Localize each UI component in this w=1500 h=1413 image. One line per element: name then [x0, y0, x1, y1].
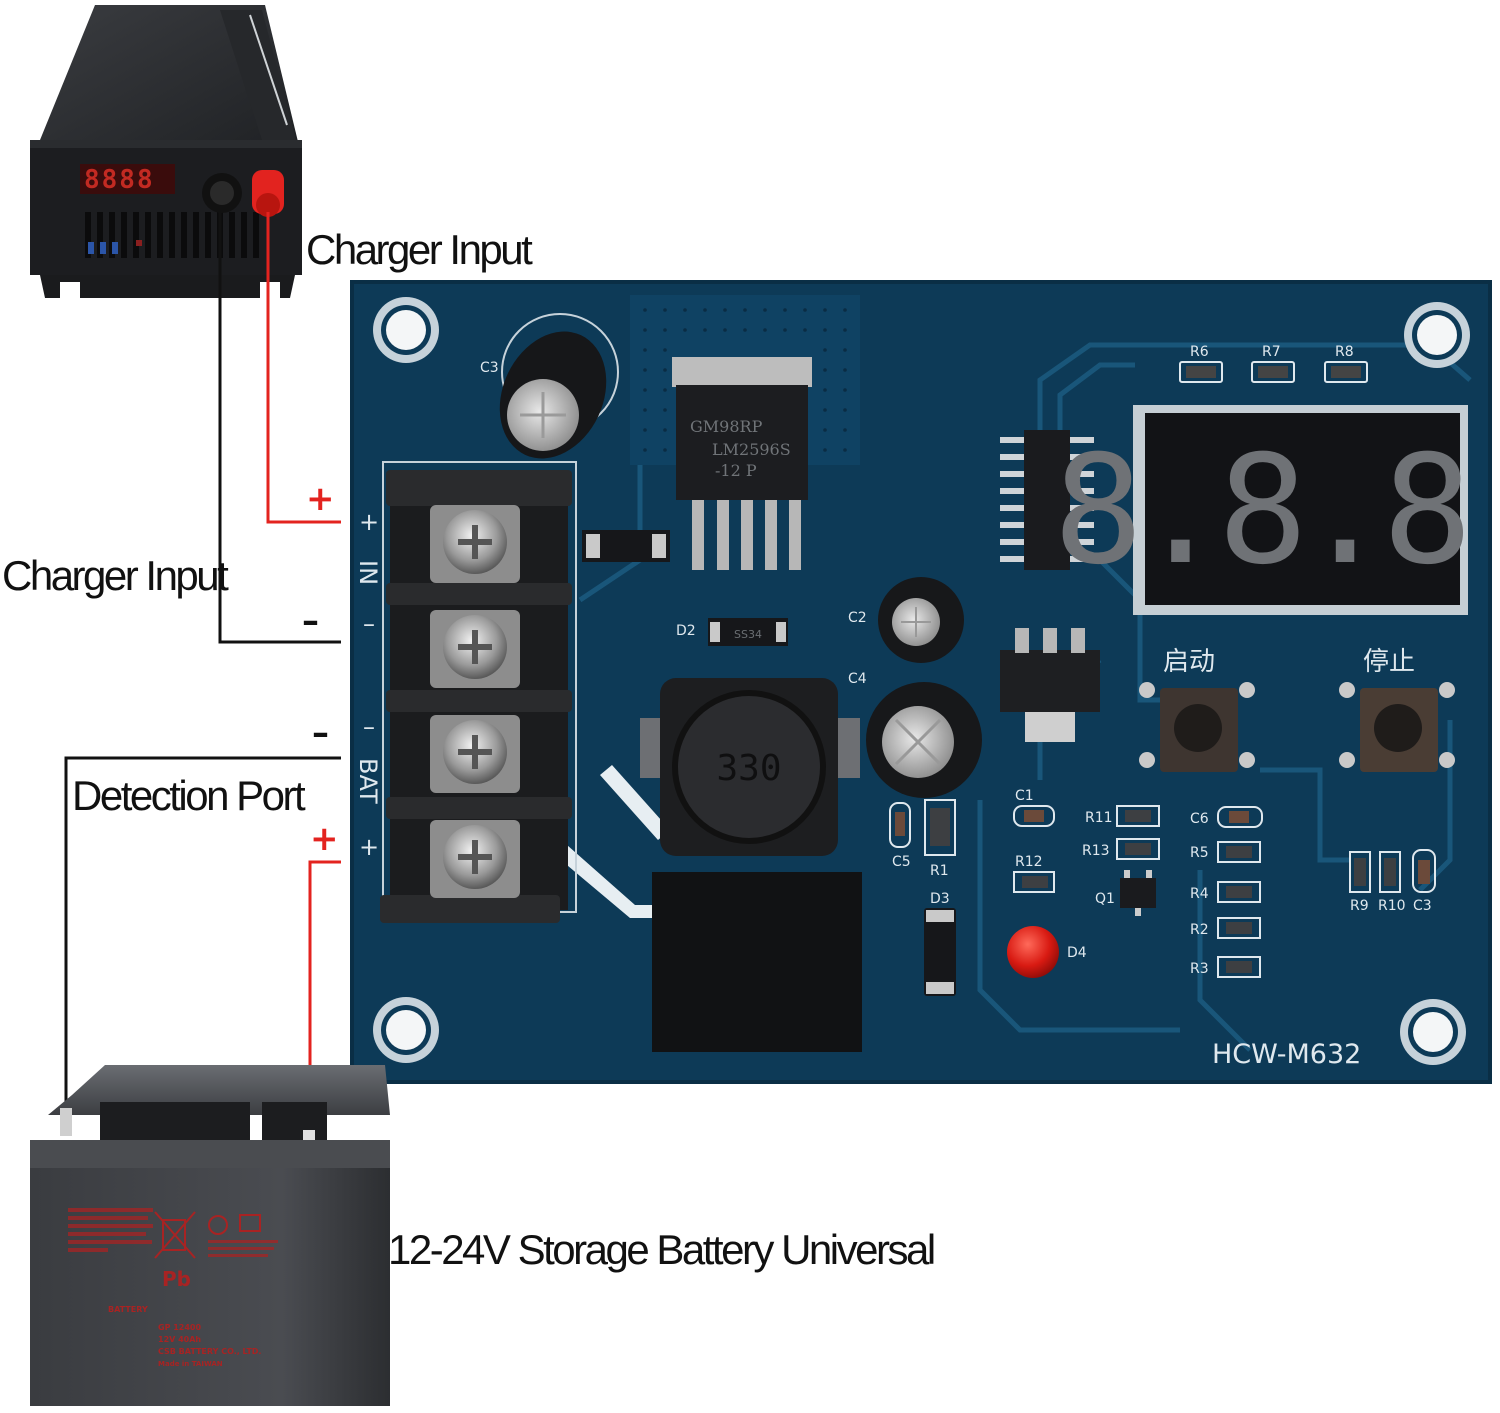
battery-model: GP 12400	[158, 1323, 201, 1332]
in-label: IN	[354, 560, 382, 585]
ic-16pin	[1000, 430, 1094, 570]
designator: R13	[1082, 843, 1110, 859]
charger-device: 8888	[30, 5, 302, 298]
charger-input-label-top: Charger Input	[306, 226, 533, 273]
positive-battery-wire	[308, 860, 341, 1130]
svg-text:8888: 8888	[84, 165, 155, 195]
designator: R6	[1190, 344, 1209, 360]
designator: C6	[1190, 811, 1209, 827]
designator: R11	[1085, 810, 1113, 826]
negative-battery-wire	[64, 756, 341, 1110]
capacitor-c3	[499, 313, 619, 459]
designator: D4	[1067, 945, 1087, 961]
designator: R12	[1015, 854, 1043, 870]
diode-d3	[924, 908, 956, 996]
battery-brand-line: BATTERY	[108, 1305, 148, 1314]
terminal-screw-bat-plus	[430, 820, 520, 898]
stop-pushbutton	[1339, 682, 1455, 772]
seven-segment-display: 8.8.8.	[1053, 405, 1500, 615]
recycle-bin-crossed-icon	[154, 1211, 196, 1259]
mounting-hole	[373, 997, 439, 1063]
battery-origin: Made in TAIWAN	[158, 1360, 223, 1368]
svg-text:-12 P: -12 P	[715, 461, 757, 480]
mounting-hole	[373, 297, 439, 363]
capacitor-c2	[878, 577, 964, 663]
smd-diode	[582, 530, 670, 562]
bat-plus-mark: +	[359, 833, 379, 861]
mounting-hole	[1404, 302, 1470, 368]
terminal-screw-in-minus	[430, 610, 520, 688]
terminal-screw-bat-minus	[430, 715, 520, 793]
capacitor-c4	[866, 682, 982, 798]
svg-text:8.8.8.: 8.8.8.	[1053, 424, 1500, 598]
designator: R2	[1190, 922, 1209, 938]
in-minus-mark: –	[363, 610, 375, 638]
designator: Q1	[1095, 891, 1115, 907]
designator: R7	[1262, 344, 1281, 360]
charger-display: 8888	[84, 165, 155, 195]
start-button-label: 启动	[1163, 647, 1215, 677]
bat-label: BAT	[354, 758, 382, 804]
battery-rating: 12V 40Ah	[158, 1335, 201, 1344]
designator: R1	[930, 863, 949, 879]
designator: C3	[480, 360, 499, 376]
designator: C5	[892, 854, 911, 870]
battery-maker: CSB BATTERY CO., LTD.	[158, 1347, 261, 1356]
battery-caption: 12-24V Storage Battery Universal	[388, 1226, 936, 1273]
charger-positive-post	[252, 170, 284, 217]
screw-terminal-block	[380, 470, 572, 923]
regulator-lm2596: GM98RP LM2596S -12 P	[672, 357, 812, 570]
designator: R4	[1190, 886, 1209, 902]
battery-pb-symbol: Pb	[162, 1267, 191, 1291]
bat-minus-mark: –	[363, 713, 375, 741]
designator: R8	[1335, 344, 1354, 360]
designator: C2	[848, 610, 867, 626]
charger-negative-post	[202, 173, 242, 213]
start-pushbutton	[1139, 682, 1255, 772]
designator: R10	[1378, 898, 1406, 914]
charger-input-label-left: Charger Input	[2, 552, 229, 599]
in-plus-mark: +	[359, 508, 379, 536]
diode-d2: SS34	[708, 618, 788, 646]
designator: C4	[848, 671, 867, 687]
detection-port-label: Detection Port	[72, 772, 306, 819]
svg-text:330: 330	[716, 748, 781, 789]
inductor-330: 330	[640, 678, 860, 856]
designator: R5	[1190, 845, 1209, 861]
mounting-hole	[1400, 999, 1466, 1065]
in-minus-sign: –	[302, 601, 319, 641]
stop-button-label: 停止	[1363, 647, 1415, 677]
designator: R9	[1350, 898, 1369, 914]
black-module	[652, 872, 862, 1052]
negative-input-wire	[218, 212, 341, 644]
bat-plus-sign: +	[310, 819, 339, 859]
positive-input-wire	[266, 212, 341, 524]
certification-marks-icon	[208, 1214, 261, 1235]
lead-acid-battery: Pb BATTERY GP 12400 12V 40Ah CSB BATTERY…	[30, 1065, 390, 1406]
designator: C3	[1413, 898, 1432, 914]
svg-text:LM2596S: LM2596S	[712, 440, 791, 459]
bat-minus-sign: –	[312, 713, 329, 753]
led-d4	[1007, 926, 1059, 978]
pcb-board: GM98RP LM2596S -12 P SS34 330	[350, 280, 1500, 1084]
terminal-screw-in-plus	[430, 505, 520, 583]
designator: R3	[1190, 961, 1209, 977]
svg-text:SS34: SS34	[734, 628, 762, 641]
transistor-q1	[1120, 870, 1156, 916]
in-plus-sign: +	[306, 479, 335, 519]
board-model: HCW-M632	[1212, 1039, 1361, 1070]
designator: D2	[676, 623, 696, 639]
svg-text:GM98RP: GM98RP	[690, 417, 763, 436]
designator: D3	[930, 891, 950, 907]
designator: C1	[1015, 788, 1034, 804]
sot223-regulator	[1000, 628, 1100, 742]
